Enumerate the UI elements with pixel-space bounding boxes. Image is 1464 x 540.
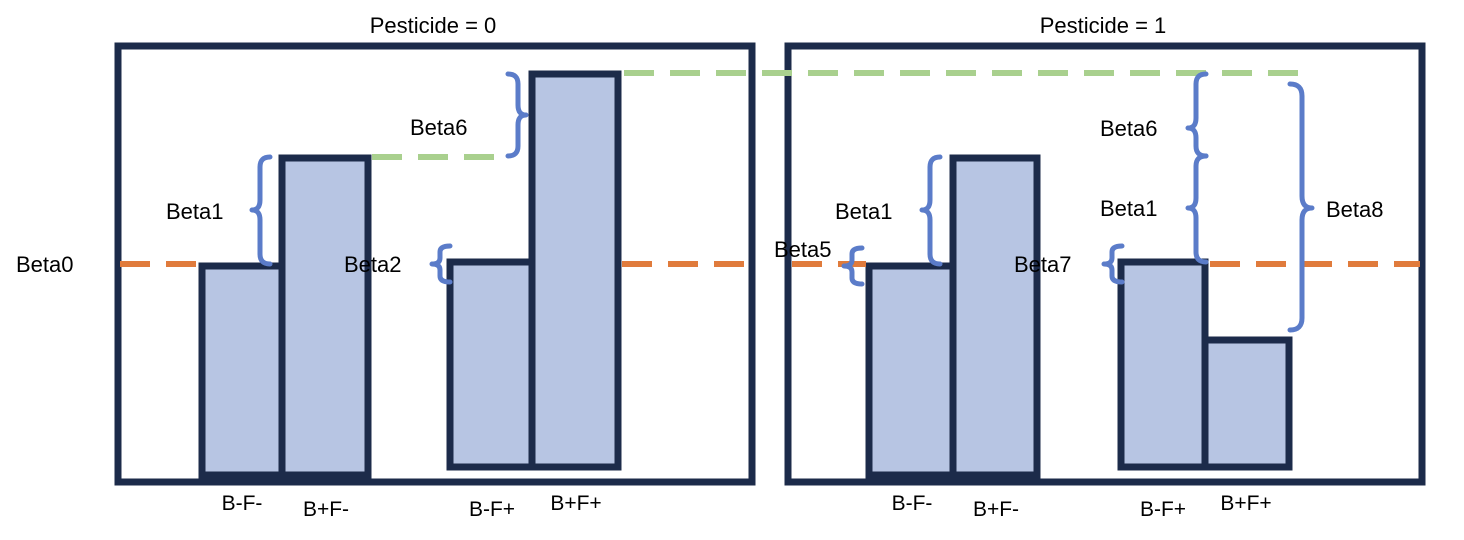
label-p1-beta7: Beta7 [1014,252,1072,277]
brace-p1-beta5 [841,245,865,287]
panel-frame-pesticide-0 [114,42,756,486]
label-p0-beta2: Beta2 [344,252,402,277]
bar-p1-bplus-fplus [1201,336,1293,471]
category-label-p0-3: B-F+ [469,498,515,521]
label-p1-beta6: Beta6 [1100,116,1158,141]
brace-p0-beta2 [429,243,453,285]
bar-p1-bminus-fminus [865,262,957,479]
label-beta0: Beta0 [16,252,74,277]
panel-frame-pesticide-1 [784,42,1426,486]
category-label-p0-4: B+F+ [550,492,601,515]
bar-p0-bminus-fminus [198,262,286,479]
bar-p1-bminus-fplus [1117,258,1209,471]
category-label-p1-3: B-F+ [1140,498,1186,521]
bar-p0-bplus-fminus [278,154,372,479]
category-label-p1-4: B+F+ [1220,492,1271,515]
brace-p1-beta8 [1287,81,1315,333]
brace-p1-beta1-upper [1185,153,1209,265]
label-p1-beta5: Beta5 [774,237,832,262]
panel-title-pesticide-0: Pesticide = 0 [370,13,497,38]
brace-p0-beta1 [249,154,273,267]
brace-p1-beta7 [1101,243,1125,285]
label-p0-beta1: Beta1 [166,199,224,224]
panel-title-pesticide-1: Pesticide = 1 [1040,13,1167,38]
label-p0-beta6: Beta6 [410,115,468,140]
category-label-p1-2: B+F- [973,498,1019,521]
brace-p1-beta1 [919,154,943,267]
category-label-p0-2: B+F- [303,498,349,521]
category-label-p0-1: B-F- [222,492,263,515]
brace-p1-beta6 [1185,71,1209,159]
label-p1-beta8: Beta8 [1326,197,1384,222]
category-label-p1-1: B-F- [892,492,933,515]
label-p1-beta1-upper: Beta1 [1100,196,1158,221]
bar-p0-bminus-fplus [446,258,536,471]
bar-p1-bplus-fminus [949,154,1041,479]
label-p1-beta1: Beta1 [835,199,893,224]
brace-p0-beta6 [505,71,529,159]
bar-p0-bplus-fplus [528,70,622,471]
